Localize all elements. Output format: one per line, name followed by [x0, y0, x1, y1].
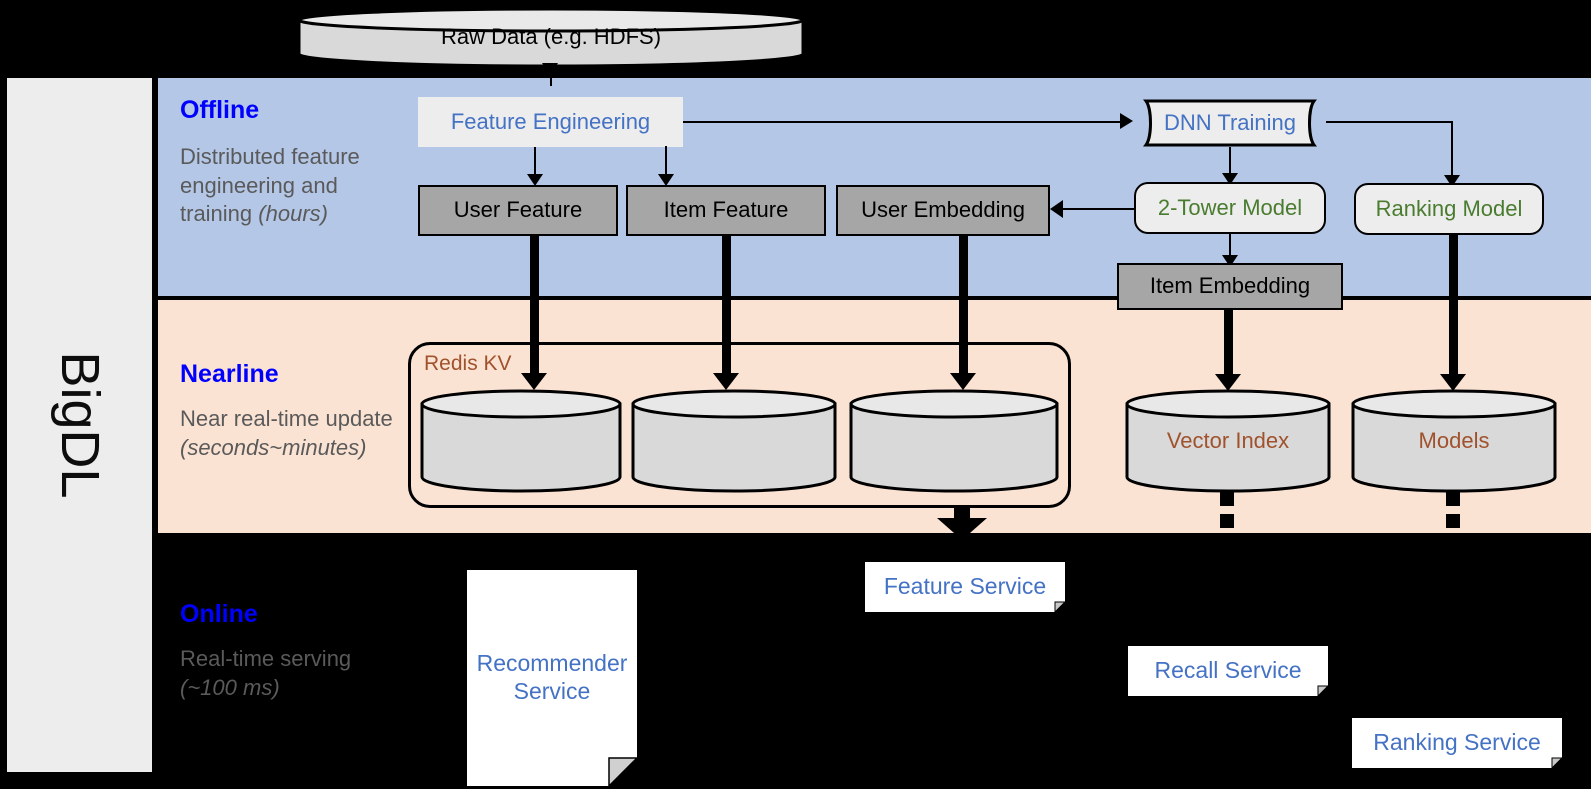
stub-models-2 — [1446, 514, 1460, 528]
redis-store-cylinder-2[interactable] — [630, 388, 838, 493]
user-feature-node[interactable]: User Feature — [418, 185, 618, 236]
wire-dnn-to-ranking-h — [1326, 121, 1452, 123]
wire-dnn-to-two-tower — [1229, 147, 1231, 178]
user-feature-label: User Feature — [453, 197, 583, 223]
recommender-service-node[interactable]: Recommender Service — [467, 570, 637, 786]
arrowhead-fe-to-user-feature — [527, 174, 543, 186]
user-embedding-node[interactable]: User Embedding — [836, 185, 1050, 236]
two-tower-model-node[interactable]: 2-Tower Model — [1134, 182, 1326, 234]
online-description: Real-time serving (~100 ms) — [180, 645, 410, 702]
item-embedding-node[interactable]: Item Embedding — [1117, 263, 1343, 310]
recommender-service-label: Recommender Service — [476, 650, 628, 704]
two-tower-model-label: 2-Tower Model — [1157, 194, 1303, 220]
ranking-model-node[interactable]: Ranking Model — [1354, 183, 1544, 235]
feature-engineering-fill — [418, 97, 683, 147]
pipe-ranking-model-to-models — [1449, 235, 1458, 382]
pipe-item-embedding-to-vector-index — [1224, 310, 1233, 382]
arrowhead-user-feature-to-store1 — [521, 373, 547, 390]
stub-vector-index-2 — [1220, 514, 1234, 528]
redis-store-label-2 — [630, 388, 838, 493]
dnn-training-label: DNN Training — [1163, 109, 1297, 135]
raw-data-label: Raw Data (e.g. HDFS) — [440, 24, 662, 49]
offline-description-italic: (hours) — [258, 201, 328, 227]
wire-two-tower-to-user-embedding — [1062, 208, 1136, 210]
nearline-description: Near real-time update (seconds~minutes) — [180, 405, 410, 462]
bigdl-label: BigDL — [49, 351, 110, 499]
redis-store-label-1 — [419, 388, 623, 493]
arrowhead-rawdata-to-fe — [542, 63, 558, 75]
pipe-item-feature-to-store2 — [722, 236, 731, 381]
nearline-title: Nearline — [180, 360, 279, 388]
redis-store-cylinder-3[interactable] — [848, 388, 1060, 493]
ranking-model-label: Ranking Model — [1375, 195, 1523, 221]
online-description-text: Real-time serving — [180, 646, 352, 671]
nearline-description-text: Near real-time update — [180, 406, 393, 431]
stub-models-1 — [1446, 490, 1460, 506]
wire-two-tower-to-item-embedding — [1229, 234, 1231, 260]
wire-fe-to-user-feature — [534, 147, 536, 179]
vector-index-label: Vector Index — [1166, 427, 1290, 453]
feature-engineering-node[interactable]: Feature Engineering — [418, 97, 683, 147]
redis-store-label-3 — [848, 388, 1060, 493]
arrowhead-item-embedding-to-vector-index — [1215, 374, 1241, 391]
arrowhead-two-tower-to-user-embedding — [1050, 200, 1063, 218]
arrowhead-redis-to-feature-service — [937, 518, 987, 540]
online-description-italic: (~100 ms) — [180, 674, 280, 700]
user-embedding-label: User Embedding — [861, 197, 1025, 223]
wire-dnn-to-ranking-v — [1451, 121, 1453, 181]
wire-fe-to-item-feature — [665, 147, 667, 179]
arrowhead-fe-to-dnn — [1120, 113, 1133, 129]
pipe-user-feature-to-store1 — [530, 236, 539, 381]
item-feature-node[interactable]: Item Feature — [626, 185, 826, 236]
pipe-user-embedding-to-store3 — [959, 236, 968, 381]
item-embedding-label: Item Embedding — [1149, 273, 1311, 299]
arrowhead-item-feature-to-store2 — [713, 373, 739, 390]
arrowhead-ranking-model-to-models — [1440, 374, 1466, 391]
stub-vector-index-1 — [1220, 490, 1234, 506]
redis-kv-label: Redis KV — [424, 352, 512, 375]
offline-description: Distributed feature engineering and trai… — [180, 143, 410, 229]
item-feature-label: Item Feature — [663, 197, 789, 223]
dnn-training-node[interactable]: DNN Training — [1134, 99, 1326, 147]
feature-service-label: Feature Service — [883, 573, 1047, 600]
models-label: Models — [1418, 427, 1490, 453]
recall-service-node[interactable]: Recall Service — [1128, 646, 1328, 696]
offline-title: Offline — [180, 96, 260, 124]
wire-fe-to-dnn — [683, 121, 1130, 123]
redis-store-cylinder-1[interactable] — [419, 388, 623, 493]
feature-service-node[interactable]: Feature Service — [865, 562, 1065, 612]
online-title: Online — [180, 600, 258, 628]
feature-engineering-label: Feature Engineering — [450, 108, 651, 134]
offline-description-text: Distributed feature engineering and trai… — [180, 144, 360, 227]
models-cylinder[interactable]: Models — [1350, 388, 1558, 493]
redis-kv-container — [408, 342, 1071, 508]
bigdl-framework-rail: BigDL — [7, 78, 152, 772]
arrowhead-user-embedding-to-store3 — [950, 373, 976, 390]
arrowhead-fe-to-item-feature — [658, 174, 674, 186]
raw-data-cylinder: Raw Data (e.g. HDFS) — [296, 6, 806, 68]
ranking-service-label: Ranking Service — [1373, 729, 1541, 756]
vector-index-cylinder[interactable]: Vector Index — [1124, 388, 1332, 493]
nearline-description-italic: (seconds~minutes) — [180, 434, 367, 460]
recall-service-label: Recall Service — [1154, 657, 1302, 684]
wire-rawdata-to-fe — [550, 66, 552, 86]
ranking-service-node[interactable]: Ranking Service — [1352, 718, 1562, 768]
